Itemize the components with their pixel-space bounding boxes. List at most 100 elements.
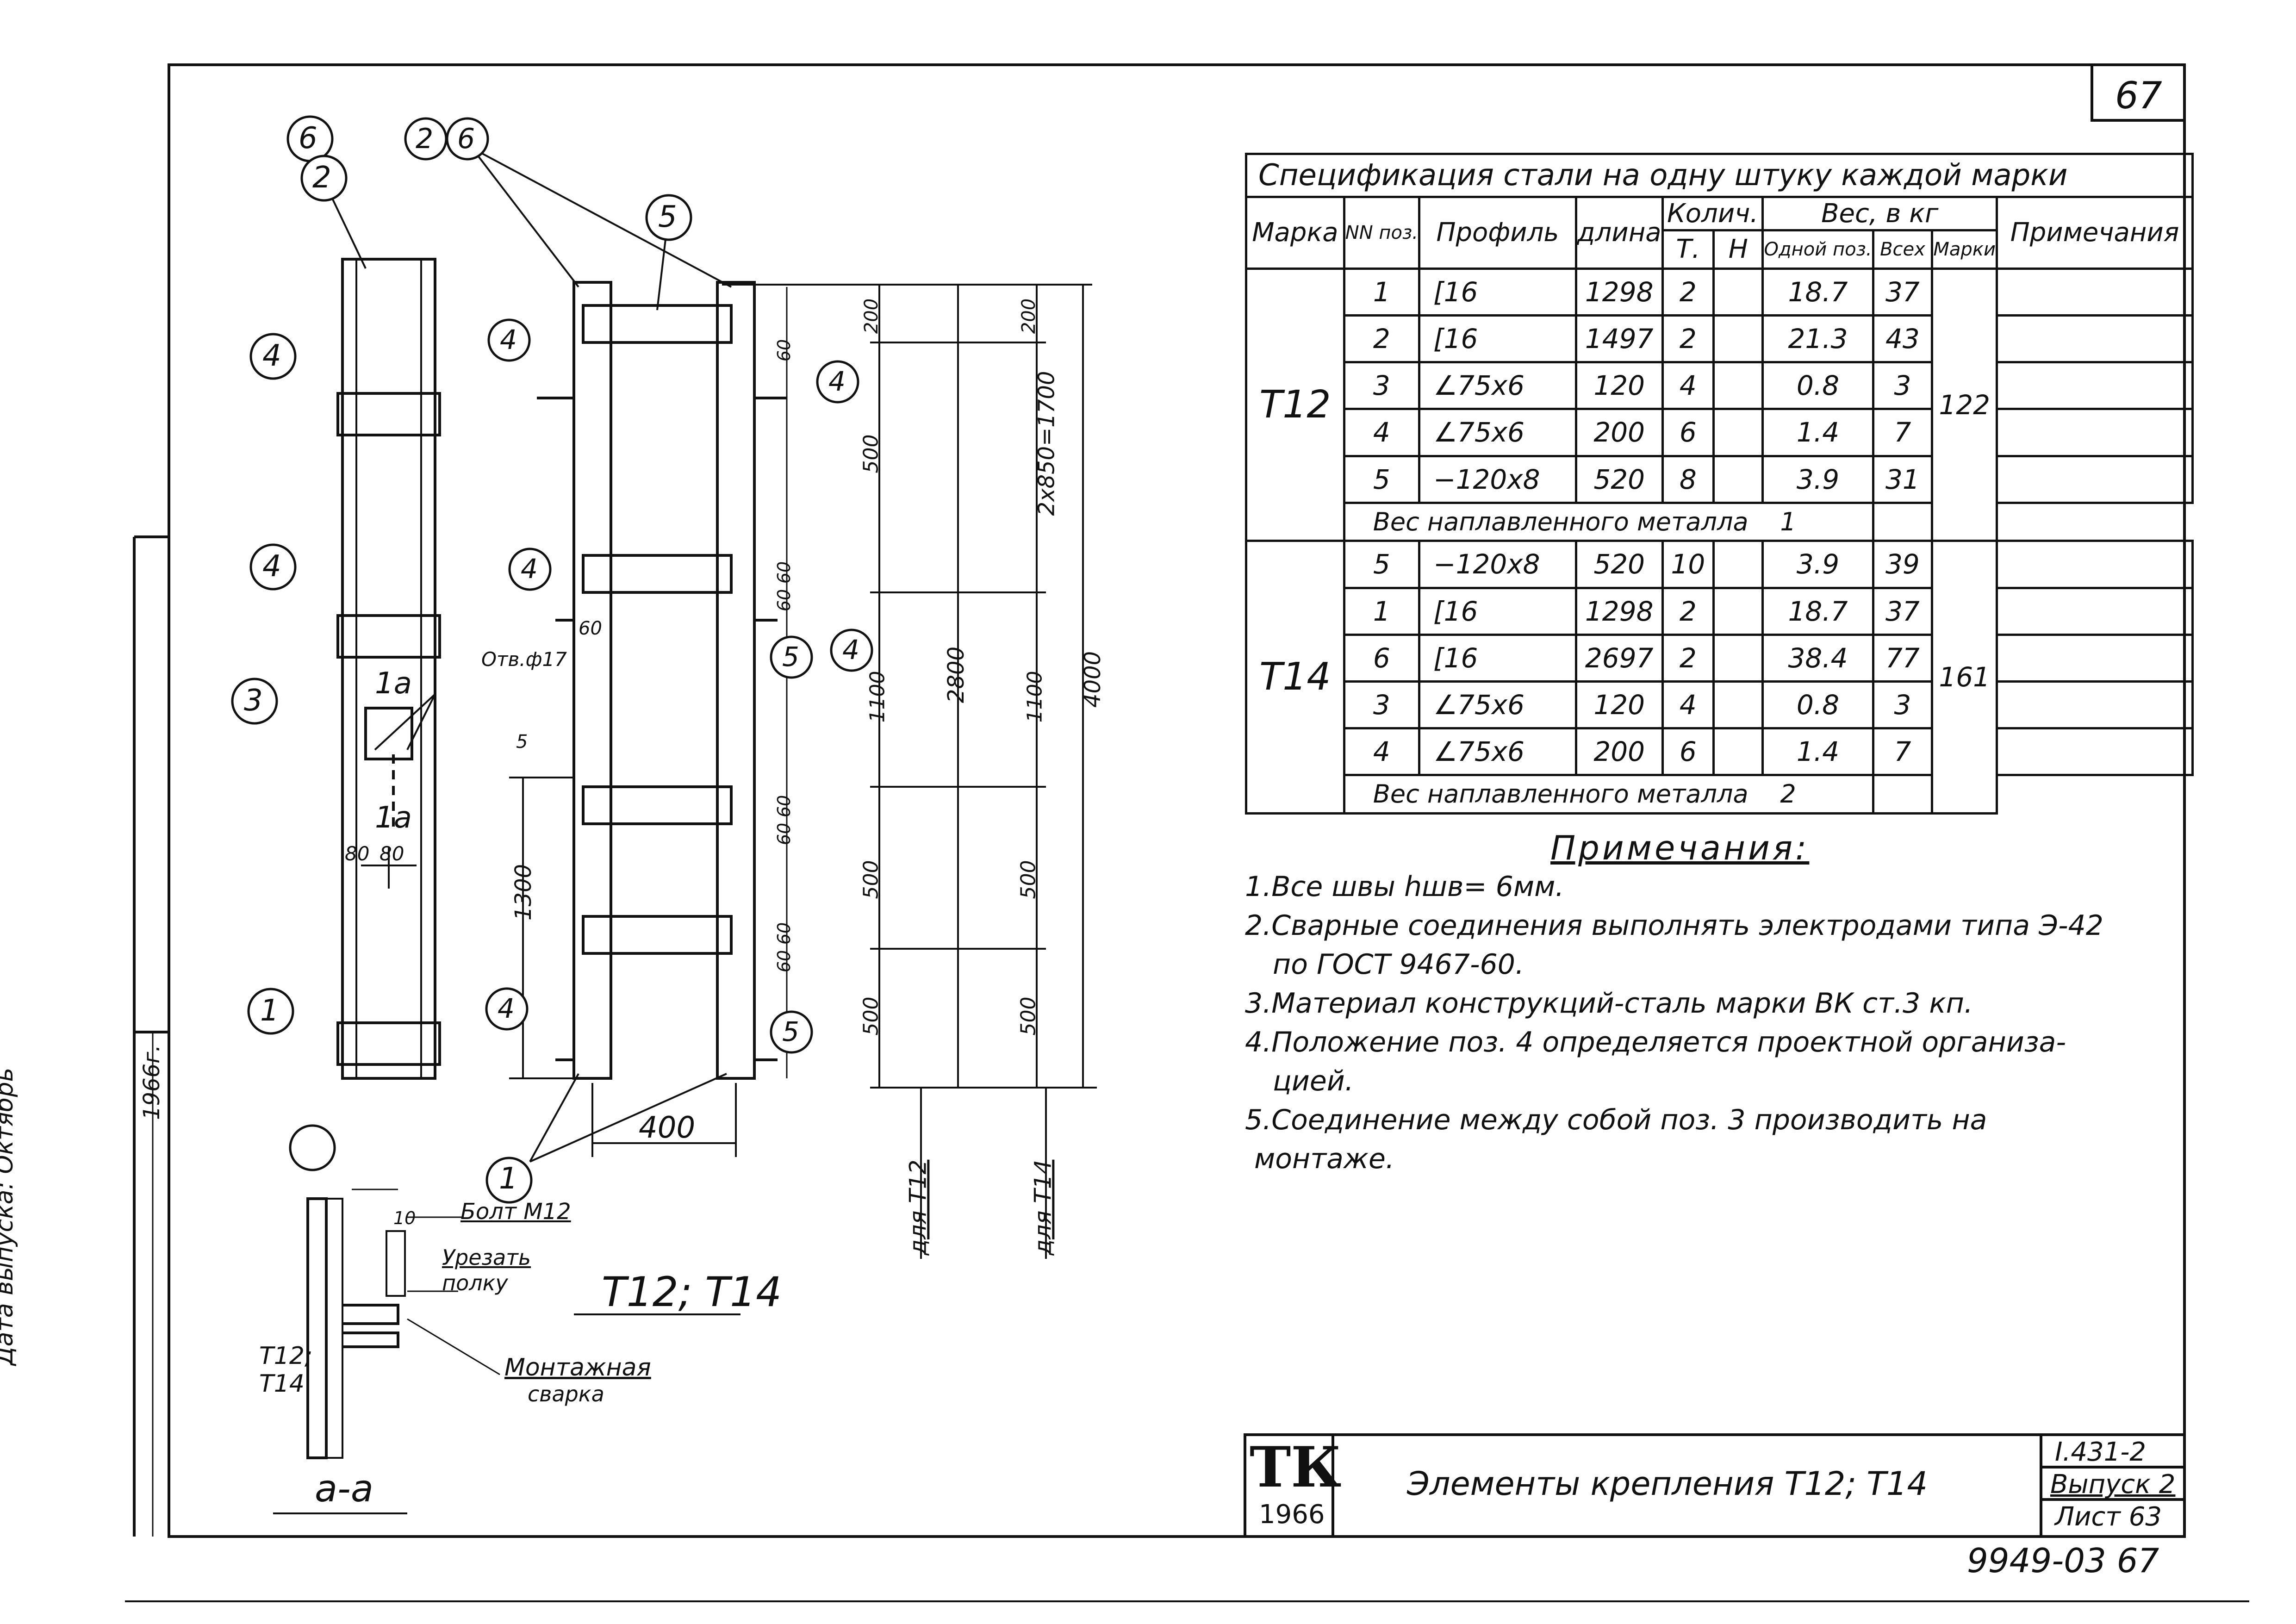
for-t12-label: для Т12 — [904, 1159, 932, 1256]
hdr-qty: Колич. — [1661, 195, 1764, 232]
for-t14-label: для Т14 — [1029, 1159, 1057, 1256]
weld-value: 2 — [1780, 779, 1796, 809]
qty-t-cell: 6 — [1661, 727, 1715, 777]
callout-circle — [247, 988, 294, 1035]
callout-label: 1 — [499, 1162, 518, 1196]
w-one-cell: 3.9 — [1761, 540, 1874, 589]
callout-label: 3 — [244, 684, 263, 718]
pos-cell: 3 — [1343, 361, 1420, 411]
profile-cell: [16 — [1418, 267, 1577, 317]
marks-caption: Т12; Т14 — [602, 1268, 782, 1316]
w-one-cell: 0.8 — [1761, 361, 1874, 411]
pos-cell: 4 — [1343, 727, 1420, 777]
weld-label-1: Монтажная — [504, 1354, 651, 1381]
pos-cell: 1 — [1343, 267, 1420, 317]
spec-table: Спецификация стали на одну штуку каждой … — [1245, 153, 2194, 815]
callout-label: 4 — [828, 366, 846, 397]
hdr-pos: NN поз. — [1343, 195, 1420, 270]
length-cell: 520 — [1574, 454, 1664, 504]
callout-circle — [487, 318, 531, 362]
dim-label: 500 — [1016, 996, 1040, 1036]
dimension-chains — [722, 284, 1097, 1259]
callout-label: 4 — [521, 553, 538, 585]
qty-n-cell — [1712, 727, 1764, 777]
callout-label: 5 — [658, 200, 677, 234]
length-cell: 120 — [1574, 680, 1664, 730]
qty-t-cell: 10 — [1661, 540, 1715, 589]
pos-cell: 1 — [1343, 586, 1420, 636]
callout-label: 2 — [312, 161, 331, 195]
callout-circle — [770, 635, 813, 679]
w-all-cell: 7 — [1872, 727, 1934, 777]
w-one-cell: 18.7 — [1761, 267, 1874, 317]
w-one-cell: 18.7 — [1761, 586, 1874, 636]
qty-t-cell: 8 — [1661, 454, 1715, 504]
dim-label: 2800 — [943, 646, 970, 703]
note-cell — [1996, 586, 2194, 636]
callout-circle — [231, 678, 278, 725]
detail-mark-1: Т12; — [259, 1342, 313, 1370]
hdr-w-all: Всех — [1872, 229, 1934, 270]
qty-n-cell — [1712, 454, 1764, 504]
w-all-cell: 3 — [1872, 361, 1934, 411]
qty-t-cell: 4 — [1661, 361, 1715, 411]
note-line: по ГОСТ 9467-60. — [1273, 948, 1524, 981]
callout-label: 4 — [498, 993, 515, 1024]
detail-dim: 10 — [393, 1208, 416, 1228]
profile-cell: −120x8 — [1418, 540, 1577, 589]
callout-label: 4 — [842, 634, 859, 666]
dim-label: 500 — [1016, 860, 1040, 899]
callout-circle — [249, 333, 297, 380]
callout-circle — [446, 117, 489, 161]
note-cell — [1996, 408, 2194, 457]
note-line: цией. — [1273, 1065, 1354, 1097]
profile-cell: ∠75x6 — [1418, 408, 1577, 457]
note-cell — [1996, 267, 2194, 317]
profile-cell: [16 — [1418, 633, 1577, 683]
hdr-mark: Марка — [1245, 195, 1345, 270]
callout-circle — [300, 155, 348, 202]
hdr-note: Примечания — [1996, 195, 2194, 270]
dim-label: 1100 — [1023, 671, 1047, 723]
callout-circle — [770, 1010, 813, 1054]
note-cell — [1996, 727, 2194, 777]
hdr-length: длина — [1574, 195, 1664, 270]
dim-label: 60 — [774, 795, 795, 818]
hdr-weight: Вес, в кг — [1761, 195, 1998, 232]
note-cell — [1996, 314, 2194, 364]
series-label: I.431-2 — [2055, 1437, 2147, 1467]
hdr-w-one: Одной поз. — [1761, 229, 1874, 270]
weld-row: Вес наплавленного металла 2 — [1343, 774, 1874, 815]
callout-label: 6 — [457, 123, 475, 155]
callout-circle — [249, 543, 297, 591]
w-one-cell: 0.8 — [1761, 680, 1874, 730]
hdr-profile: Профиль — [1418, 195, 1577, 270]
w-one-cell: 1.4 — [1761, 408, 1874, 457]
mark-cell: Т14 — [1245, 540, 1345, 815]
main-view — [509, 281, 788, 1157]
w-all-cell: 43 — [1872, 314, 1934, 364]
length-cell: 200 — [1574, 408, 1664, 457]
callout-label: 2 — [416, 123, 434, 155]
length-cell: 1298 — [1574, 267, 1664, 317]
side-stamp-date: Дата выпуска: Октябрь — [0, 1068, 19, 1365]
qty-t-cell: 2 — [1661, 314, 1715, 364]
section-mark: 1а — [375, 666, 412, 701]
note-cell — [1996, 361, 2194, 411]
w-all-cell: 7 — [1872, 408, 1934, 457]
qty-t-cell: 2 — [1661, 267, 1715, 317]
section-a-a — [273, 1188, 740, 1514]
qty-t-cell: 6 — [1661, 408, 1715, 457]
w-all-cell: 37 — [1872, 267, 1934, 317]
note-cell — [1996, 454, 2194, 504]
pos-cell: 4 — [1343, 408, 1420, 457]
length-cell: 200 — [1574, 727, 1664, 777]
profile-cell: ∠75x6 — [1418, 361, 1577, 411]
dim-label: 80 — [380, 842, 404, 865]
w-one-cell: 1.4 — [1761, 727, 1874, 777]
profile-cell: −120x8 — [1418, 454, 1577, 504]
weld-value: 1 — [1780, 507, 1796, 536]
pos-cell: 5 — [1343, 454, 1420, 504]
hole-label: Отв.ф17 — [481, 648, 567, 671]
w-mark-cell: 122 — [1931, 267, 1998, 542]
